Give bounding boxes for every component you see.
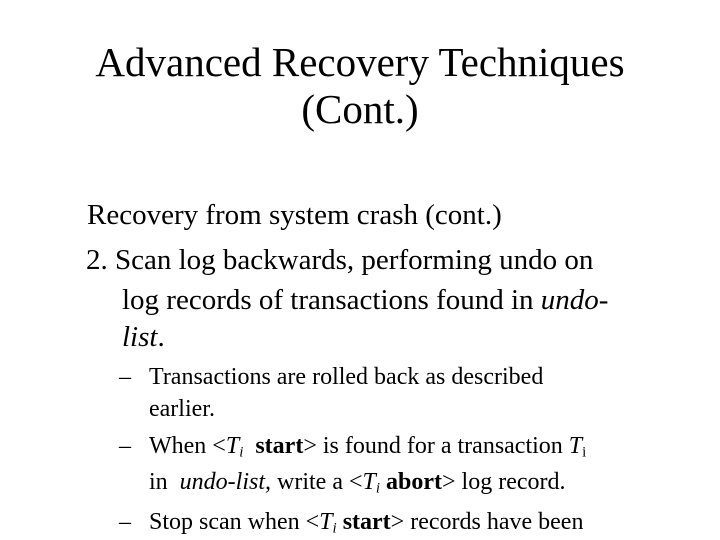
title-line-1: Advanced Recovery Techniques (95, 39, 625, 85)
numbered-item-2-line-1: 2. Scan log backwards, performing undo o… (86, 244, 594, 277)
title-line-2: (Cont.) (301, 86, 419, 132)
sub-bullet-2-line-2: in undo-list, write a <Ti abort> log rec… (149, 469, 566, 497)
body-intro: Recovery from system crash (cont.) (58, 161, 502, 270)
sub-bullet-2-line-1: –When <Ti start> is found for a transact… (119, 433, 587, 461)
slide-title: Advanced Recovery Techniques (Cont.) (0, 39, 720, 133)
sub-bullet-3-line-1: –Stop scan when <Ti start> records have … (119, 509, 584, 537)
numbered-item-2-line-2: log records of transactions found in und… (122, 284, 609, 317)
sub-bullet-3-line-2: found for all Ti in undo-list (125, 509, 414, 540)
dash-bullet: – (119, 364, 131, 390)
sub-bullet-1-line-2: earlier. (149, 396, 215, 422)
body-intro-text: Recovery from system crash (cont.) (87, 199, 502, 232)
sub-bullet-1-line-1: –Transactions are rolled back as describ… (119, 364, 544, 390)
dash-bullet: – (119, 509, 131, 535)
dash-bullet: – (119, 433, 131, 459)
numbered-item-2-line-3: list. (122, 321, 165, 354)
